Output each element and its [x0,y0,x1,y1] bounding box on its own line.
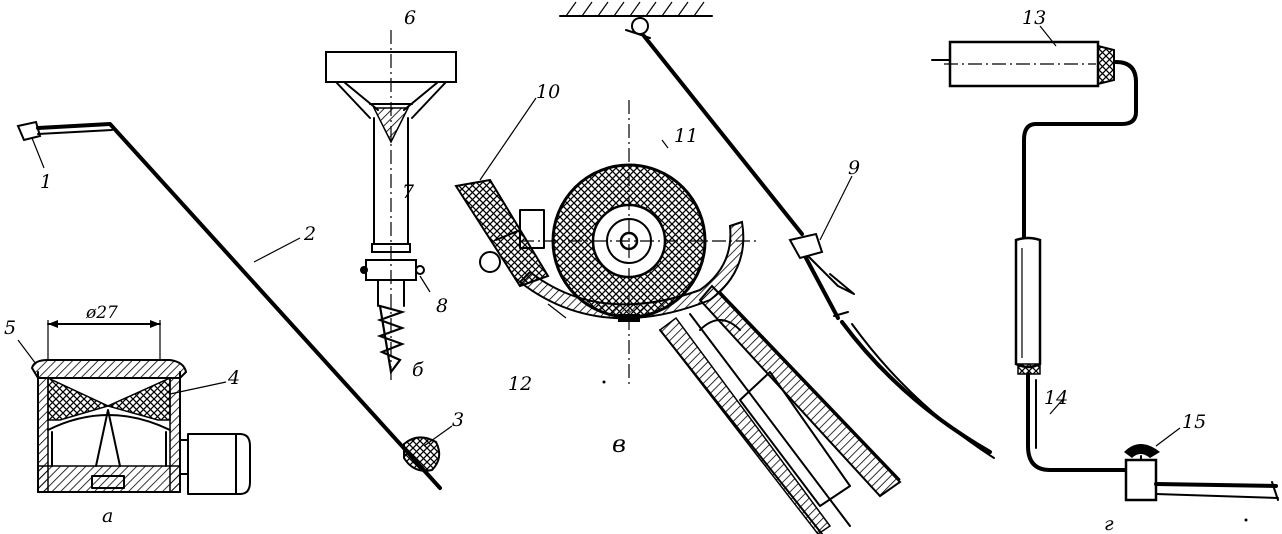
label-2: 2 [303,223,316,245]
label-12: 12 [508,373,532,395]
scraper-blade [454,178,550,288]
nozzle-section: ø27 [17,303,251,495]
label-15: 15 [1182,411,1206,433]
label-9: 9 [848,157,860,179]
label-3: 3 [452,409,464,431]
dimension-label: ø27 [85,303,118,323]
nozzle-top-lip [30,359,188,379]
valve-handle [1124,444,1160,458]
label-10: 10 [536,81,560,103]
side-fitting [179,439,189,475]
nozzle-cone-right [105,376,171,421]
label-11: 11 [674,125,698,147]
rod-tip-fitting [16,120,42,142]
extension-rod [16,120,453,490]
panel-label-g: г [1104,513,1114,534]
auger-screw [376,304,406,375]
panel-label-v: в [612,430,626,458]
label-8: 8 [436,295,448,317]
label-4: 4 [227,367,240,389]
roller-grip [1014,236,1042,369]
label-6: 6 [404,7,416,29]
paint-roller [931,25,1279,522]
label-5: 5 [4,317,16,339]
panel-label-b: б [412,359,424,381]
nozzle-cone-left [47,376,111,421]
label-14: 14 [1044,387,1068,409]
label-13: 13 [1022,7,1046,29]
panel-label-a: а [102,505,113,527]
drum-end-cap [1097,44,1115,86]
roller-pipe-lower [658,316,832,534]
valve-body [1124,458,1158,502]
rod-handle-end [403,436,441,472]
pole-clamp [788,232,824,260]
roller-section [454,97,902,534]
label-1: 1 [40,171,52,193]
funnel-auger [325,30,457,380]
ceiling-pole [559,1,995,459]
label-7: 7 [402,181,415,203]
